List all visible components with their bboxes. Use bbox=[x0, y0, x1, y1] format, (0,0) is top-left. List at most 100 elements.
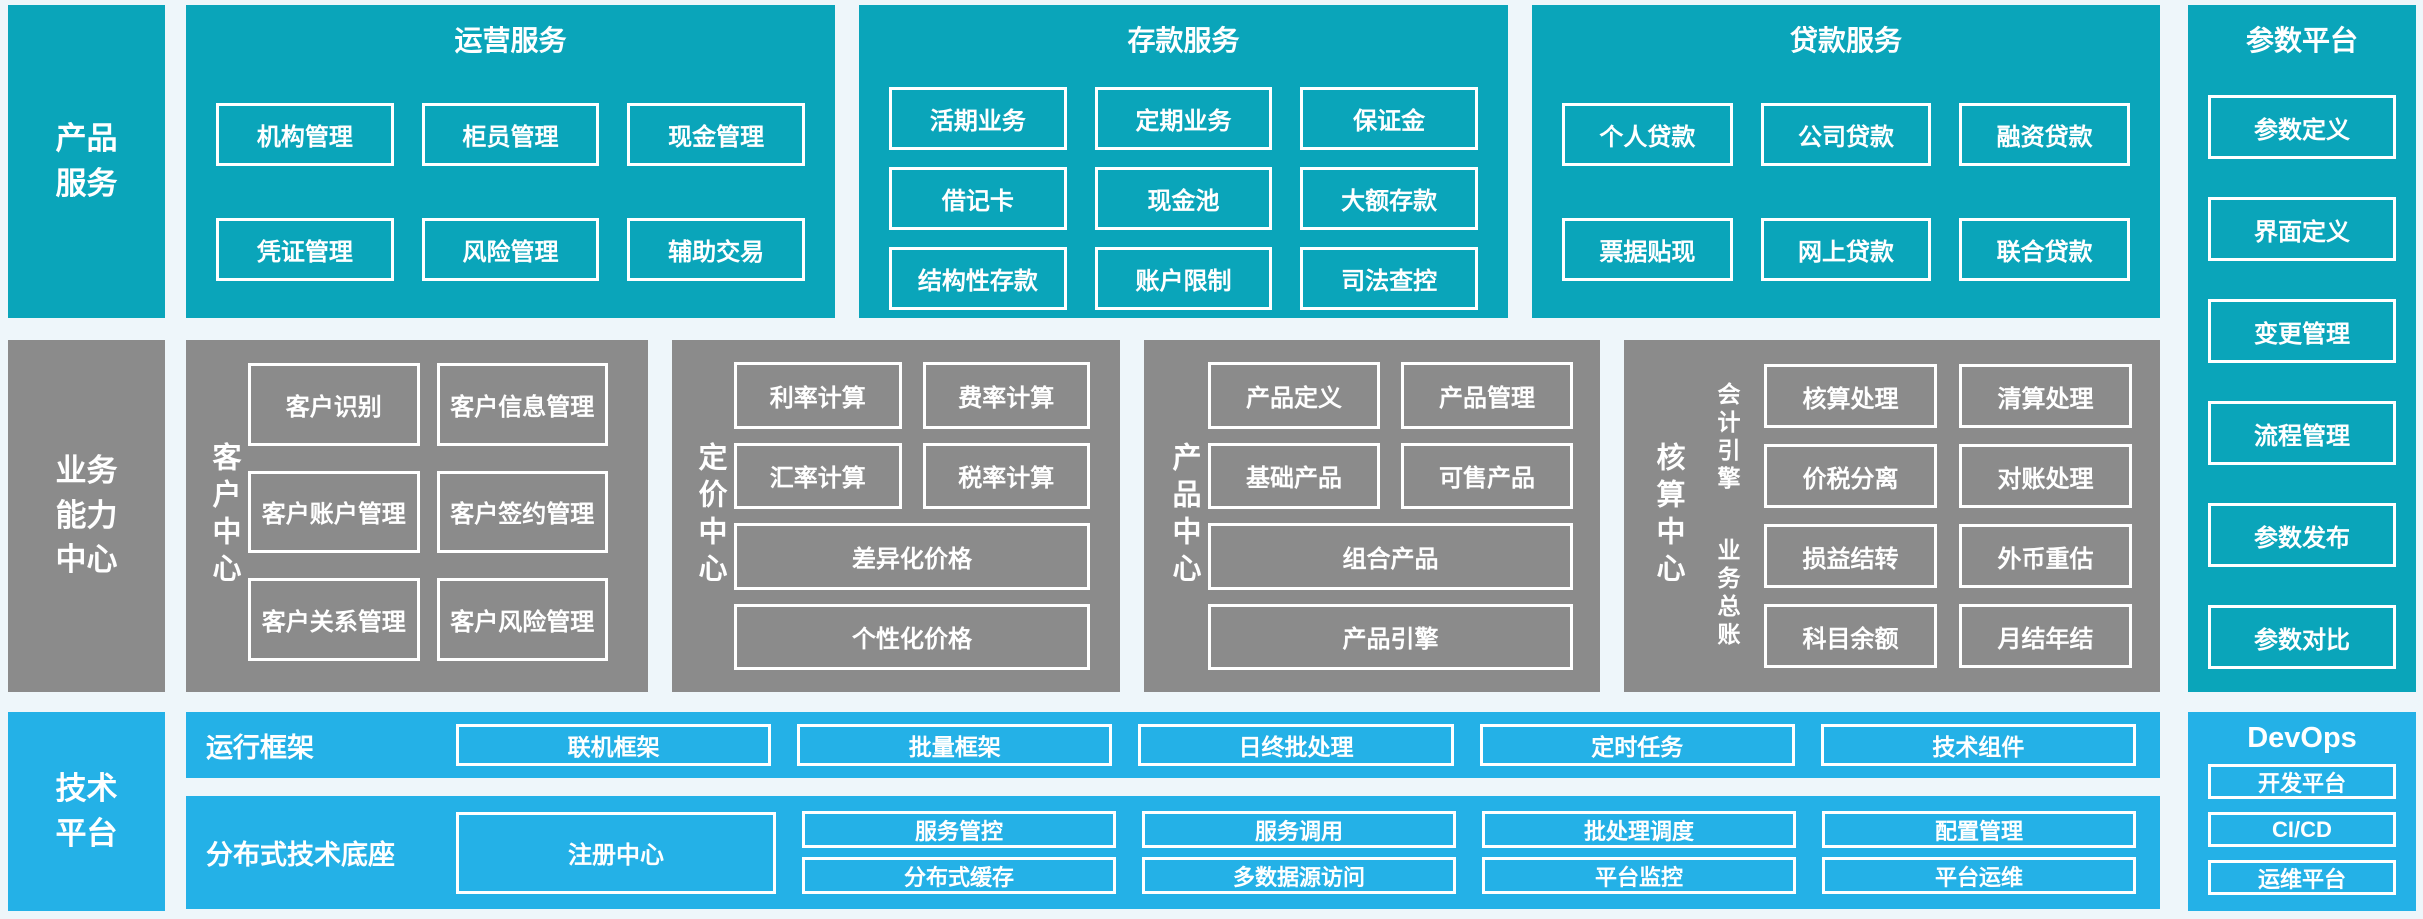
diagram-box: 结构性存款 bbox=[889, 247, 1067, 310]
diagram-box: 可售产品 bbox=[1401, 442, 1573, 509]
diagram-box: 柜员管理 bbox=[421, 103, 600, 166]
diagram-box: 月结年结 bbox=[1959, 604, 2132, 668]
section-deposit-services: 存款服务 活期业务 定期业务 保证金 借记卡 现金池 大额存款 结构性存款 账户… bbox=[859, 5, 1508, 318]
box-row: 活期业务 定期业务 保证金 bbox=[859, 87, 1508, 150]
runtime-framework-label: 运行框架 bbox=[206, 732, 314, 763]
diagram-box: 辅助交易 bbox=[627, 218, 806, 281]
diagram-box: 开发平台 bbox=[2208, 764, 2396, 799]
diagram-box: 多数据源访问 bbox=[1142, 857, 1456, 894]
diagram-box: 利率计算 bbox=[734, 362, 902, 429]
diagram-box: 现金池 bbox=[1094, 167, 1273, 230]
loan-box-rows: 个人贷款 公司贷款 融资贷款 票据贴现 网上贷款 联合贷款 bbox=[1532, 103, 2160, 281]
box-row: 个人贷款 公司贷款 融资贷款 bbox=[1532, 103, 2160, 166]
row-label-business-capability-center: 业务 能力 中心 bbox=[8, 340, 165, 692]
section-title-loan: 贷款服务 bbox=[1789, 25, 1902, 56]
diagram-box: 定期业务 bbox=[1094, 87, 1273, 150]
operations-box-rows: 机构管理 柜员管理 现金管理 凭证管理 风险管理 辅助交易 bbox=[186, 103, 835, 281]
diagram-box: 流程管理 bbox=[2208, 401, 2396, 465]
bar-runtime-framework: 运行框架 联机框架 批量框架 日终批处理 定时任务 技术组件 bbox=[186, 712, 2160, 778]
diagram-box: 批处理调度 bbox=[1482, 811, 1796, 848]
section-loan-services: 贷款服务 个人贷款 公司贷款 融资贷款 票据贴现 网上贷款 联合贷款 bbox=[1532, 5, 2160, 318]
diagram-box: 个性化价格 bbox=[734, 603, 1090, 670]
diagram-box: 科目余额 bbox=[1764, 604, 1937, 668]
panel-pricing-center: 定价中心 利率计算 费率计算 汇率计算 税率计算 差异化价格 个性化价格 bbox=[672, 340, 1120, 692]
diagram-box: 技术组件 bbox=[1820, 724, 2137, 766]
diagram-box: 公司贷款 bbox=[1760, 103, 1932, 166]
diagram-box: CI/CD bbox=[2208, 812, 2396, 847]
row-label-product-services: 产品 服务 bbox=[8, 5, 165, 318]
diagram-box: 客户识别 bbox=[248, 363, 420, 446]
diagram-box: 凭证管理 bbox=[216, 218, 394, 281]
panel-customer-center: 客户中心 客户识别 客户信息管理 客户账户管理 客户签约管理 客户关系管理 客户… bbox=[186, 340, 648, 692]
diagram-box: 账户限制 bbox=[1094, 247, 1273, 310]
box-row: 凭证管理 风险管理 辅助交易 bbox=[186, 218, 835, 281]
diagram-box: 参数对比 bbox=[2208, 605, 2396, 669]
customer-center-label-wrap: 客户中心 bbox=[200, 340, 248, 692]
diagram-box: 批量框架 bbox=[797, 724, 1113, 766]
diagram-box: 现金管理 bbox=[627, 103, 806, 166]
diagram-box: 客户关系管理 bbox=[248, 578, 420, 661]
box-pair-column: 批处理调度 平台监控 bbox=[1482, 811, 1796, 894]
section-title-deposit: 存款服务 bbox=[1127, 25, 1240, 56]
devops-items: 开发平台 CI/CD 运维平台 bbox=[2188, 764, 2416, 895]
diagram-box: 个人贷款 bbox=[1562, 103, 1733, 166]
distributed-base-label: 分布式技术底座 bbox=[206, 840, 395, 870]
box-row: 结构性存款 账户限制 司法查控 bbox=[859, 247, 1508, 310]
diagram-box: 平台运维 bbox=[1822, 857, 2136, 894]
diagram-box: 分布式缓存 bbox=[802, 857, 1116, 894]
diagram-box: 服务管控 bbox=[802, 811, 1116, 848]
diagram-box: 联合贷款 bbox=[1959, 218, 2131, 281]
runtime-framework-boxes: 联机框架 批量框架 日终批处理 定时任务 技术组件 bbox=[456, 724, 2137, 766]
diagram-box: 损益结转 bbox=[1764, 524, 1937, 588]
diagram-box: 客户信息管理 bbox=[436, 363, 608, 446]
business-ledger-label: 业务总账 bbox=[1714, 538, 1740, 650]
row-label-technology-platform: 技术 平台 bbox=[8, 712, 165, 911]
box-row: 借记卡 现金池 大额存款 bbox=[859, 167, 1508, 230]
box-pair-column: 服务调用 多数据源访问 bbox=[1142, 811, 1456, 894]
diagram-box: 产品引擎 bbox=[1208, 603, 1573, 670]
diagram-box: 平台监控 bbox=[1482, 857, 1796, 894]
box-pair-column: 配置管理 平台运维 bbox=[1822, 811, 2136, 894]
pricing-center-grid: 利率计算 费率计算 汇率计算 税率计算 差异化价格 个性化价格 bbox=[734, 340, 1120, 692]
diagram-box: 基础产品 bbox=[1208, 442, 1380, 509]
accounting-center-label: 核算中心 bbox=[1652, 442, 1684, 590]
panel-parameter-platform: 参数平台 参数定义 界面定义 变更管理 流程管理 参数发布 参数对比 bbox=[2188, 5, 2416, 692]
devops-title: DevOps bbox=[2247, 722, 2357, 754]
diagram-box: 大额存款 bbox=[1300, 167, 1479, 230]
diagram-box: 客户风险管理 bbox=[436, 578, 608, 661]
section-title-operations: 运营服务 bbox=[454, 25, 567, 56]
box-row: 机构管理 柜员管理 现金管理 bbox=[186, 103, 835, 166]
diagram-box: 对账处理 bbox=[1959, 444, 2132, 508]
diagram-box: 差异化价格 bbox=[734, 523, 1090, 590]
product-center-label: 产品中心 bbox=[1168, 442, 1200, 590]
parameter-platform-items: 参数定义 界面定义 变更管理 流程管理 参数发布 参数对比 bbox=[2188, 95, 2416, 669]
diagram-box: 配置管理 bbox=[1822, 811, 2136, 848]
box-row: 票据贴现 网上贷款 联合贷款 bbox=[1532, 218, 2160, 281]
panel-product-center: 产品中心 产品定义 产品管理 基础产品 可售产品 组合产品 产品引擎 bbox=[1144, 340, 1600, 692]
diagram-box: 注册中心 bbox=[456, 811, 776, 894]
diagram-box: 日终批处理 bbox=[1138, 724, 1454, 766]
product-center-grid: 产品定义 产品管理 基础产品 可售产品 组合产品 产品引擎 bbox=[1208, 340, 1600, 692]
diagram-box: 客户签约管理 bbox=[436, 470, 608, 554]
box-pair-column: 服务管控 分布式缓存 bbox=[802, 811, 1116, 894]
diagram-box: 保证金 bbox=[1300, 87, 1479, 150]
panel-devops: DevOps 开发平台 CI/CD 运维平台 bbox=[2188, 712, 2416, 911]
diagram-box: 定时任务 bbox=[1479, 724, 1795, 766]
panel-accounting-center: 核算中心 会计引擎 业务总账 核算处理 清算处理 价税分离 对账处理 损益结转 … bbox=[1624, 340, 2160, 692]
diagram-box: 网上贷款 bbox=[1760, 218, 1932, 281]
accounting-sublabels: 会计引擎 业务总账 bbox=[1690, 340, 1764, 692]
accounting-engine-label: 会计引擎 bbox=[1714, 382, 1740, 494]
diagram-box: 清算处理 bbox=[1959, 364, 2132, 428]
diagram-box: 风险管理 bbox=[421, 218, 600, 281]
accounting-center-label-wrap: 核算中心 bbox=[1646, 340, 1690, 692]
diagram-box: 产品管理 bbox=[1401, 362, 1573, 429]
accounting-engine-label-wrap: 会计引擎 bbox=[1690, 360, 1764, 516]
section-operations-services: 运营服务 机构管理 柜员管理 现金管理 凭证管理 风险管理 辅助交易 bbox=[186, 5, 835, 318]
pricing-center-label: 定价中心 bbox=[694, 442, 726, 590]
diagram-box: 外币重估 bbox=[1959, 524, 2132, 588]
product-center-label-wrap: 产品中心 bbox=[1160, 340, 1208, 692]
diagram-box: 活期业务 bbox=[889, 87, 1067, 150]
diagram-box: 司法查控 bbox=[1300, 247, 1479, 310]
diagram-box: 联机框架 bbox=[456, 724, 772, 766]
